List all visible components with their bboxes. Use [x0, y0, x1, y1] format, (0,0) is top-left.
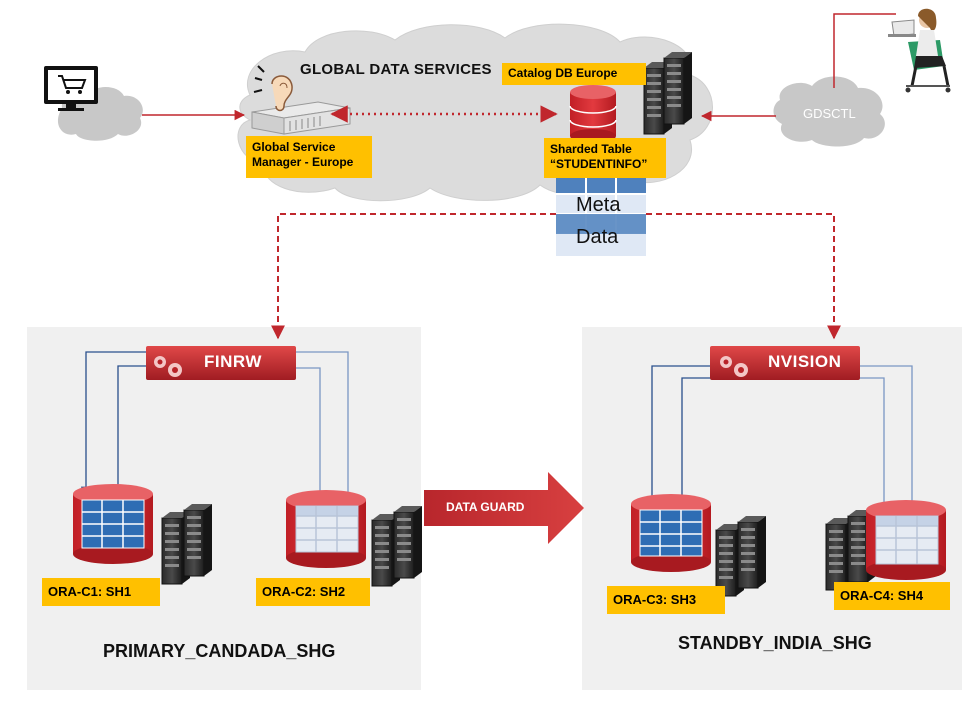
finrw-connection-lines — [80, 351, 354, 504]
gsm-label-line2: Manager - Europe — [252, 155, 354, 169]
finrw-director-label: FINRW — [204, 352, 262, 371]
catalog-database-icon — [569, 85, 617, 143]
shard-sh1-database-icon — [73, 484, 153, 564]
metadata-label-line2: Data — [576, 226, 619, 248]
admin-user-icon — [888, 8, 951, 93]
shard-sh3-server-icon — [715, 515, 767, 597]
shard-sh4-database-icon — [866, 500, 946, 580]
data-guard-label: DATA GUARD — [446, 500, 525, 514]
standby-group-name: STANDBY_INDIA_SHG — [678, 633, 872, 653]
gears-icon — [720, 356, 748, 377]
shard-sh1-server-icon — [161, 503, 213, 585]
shard-sh1-label-text: ORA-C1: SH1 — [48, 584, 132, 599]
data-guard-arrow — [424, 472, 584, 544]
metadata-label-line1: Meta — [576, 194, 621, 216]
global-data-services-title: GLOBAL DATA SERVICES — [300, 61, 492, 78]
gsm-label-line1: Global Service — [252, 140, 336, 154]
nvision-director-label: NVISION — [768, 352, 842, 371]
primary-group-name: PRIMARY_CANDADA_SHG — [103, 641, 336, 661]
catalog-db-label: Catalog DB Europe — [502, 63, 646, 85]
shard-sh2-server-icon — [371, 505, 423, 587]
shard-sh2-label: ORA-C2: SH2 — [256, 578, 370, 606]
gears-icon — [154, 356, 182, 377]
ear-signal-icon — [253, 65, 265, 93]
shard-sh2-database-icon — [286, 490, 366, 568]
shard-sh3-database-icon — [631, 494, 711, 572]
global-service-manager-icon — [251, 65, 351, 135]
shard-sh4-label: ORA-C4: SH4 — [834, 582, 950, 610]
admin-to-gdsctl-line — [833, 13, 896, 88]
gdsctl-label: GDSCTL — [803, 106, 856, 121]
nvision-connection-lines — [646, 365, 918, 518]
gdsctl-cloud — [773, 76, 885, 147]
metadata-table-icon — [556, 178, 646, 256]
shopping-cart-monitor-icon — [44, 66, 98, 111]
sharded-table-line1: Sharded Table — [550, 142, 632, 156]
catalog-to-directors-dashed-lines — [271, 213, 841, 340]
nvision-director-bar — [710, 346, 860, 380]
shard-sh4-label-text: ORA-C4: SH4 — [840, 588, 924, 603]
sharded-table-line2: “STUDENTINFO” — [550, 157, 648, 171]
catalog-db-label-text: Catalog DB Europe — [508, 66, 618, 80]
shard-sh3-label-text: ORA-C3: SH3 — [613, 592, 697, 607]
shard-sh3-label: ORA-C3: SH3 — [607, 586, 725, 614]
shard-sh1-label: ORA-C1: SH1 — [42, 578, 160, 606]
sharded-table-label: Sharded Table “STUDENTINFO” — [544, 138, 666, 178]
catalog-server-icon — [643, 51, 693, 135]
gsm-label: Global Service Manager - Europe — [246, 136, 372, 178]
shard-sh2-label-text: ORA-C2: SH2 — [262, 584, 346, 599]
finrw-director-bar — [146, 346, 296, 380]
